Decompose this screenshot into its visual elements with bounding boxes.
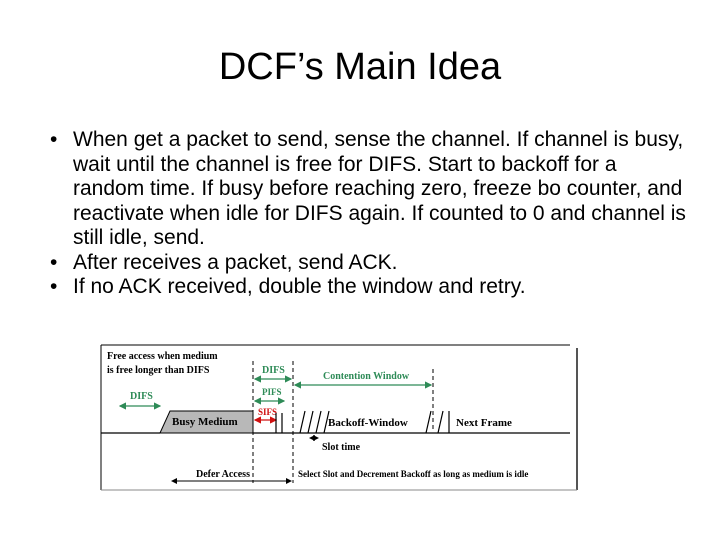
defer-access-label: Defer Access — [196, 469, 250, 480]
bullet-item: When get a packet to send, sense the cha… — [50, 128, 690, 251]
busy-medium-label: Busy Medium — [172, 416, 238, 428]
difs-label: DIFS — [262, 365, 285, 376]
bullet-list: When get a packet to send, sense the cha… — [50, 128, 690, 300]
slot-marks — [275, 410, 450, 434]
busy-medium-block — [159, 410, 254, 434]
slot-time-label: Slot time — [322, 442, 361, 453]
select-slot-label: Select Slot and Decrement Backoff as lon… — [298, 469, 528, 479]
backoff-window-label: Backoff-Window — [328, 417, 408, 429]
free-access-text: is free longer than DIFS — [107, 365, 210, 376]
contention-window-label: Contention Window — [323, 371, 410, 382]
next-frame-label: Next Frame — [456, 417, 512, 429]
pifs-label: PIFS — [262, 387, 282, 397]
bullet-item: If no ACK received, double the window an… — [50, 275, 690, 300]
bullet-item: After receives a packet, send ACK. — [50, 251, 690, 276]
slide-title: DCF’s Main Idea — [218, 46, 502, 88]
sifs-label: SIFS — [258, 407, 277, 417]
dcf-timing-diagram: Free access when medium is free longer t… — [100, 344, 578, 491]
difs-label: DIFS — [130, 391, 153, 402]
free-access-text: Free access when medium — [107, 351, 218, 362]
